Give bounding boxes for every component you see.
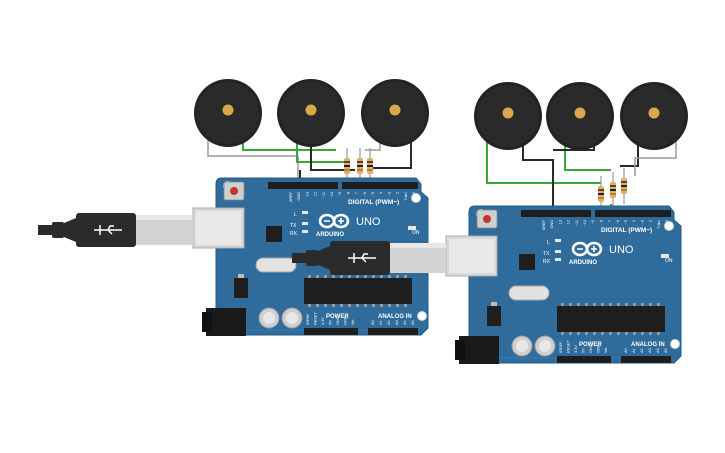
pin-label: GND bbox=[597, 344, 601, 353]
pin-label: 4 bbox=[379, 192, 383, 194]
pin-label: IOREF bbox=[306, 313, 310, 325]
pin-label: 12 bbox=[567, 220, 571, 224]
on-label: ON bbox=[412, 230, 420, 236]
pin-label: 8 bbox=[346, 192, 350, 194]
brand-label: ARDUINO bbox=[569, 260, 597, 266]
model-label: UNO bbox=[609, 244, 634, 256]
pin-label: 7 bbox=[608, 220, 612, 222]
pin-label: 8 bbox=[599, 220, 603, 222]
pin-label: Vin bbox=[351, 320, 355, 325]
buzzer[interactable] bbox=[620, 82, 688, 150]
digital-label: DIGITAL (PWM~) bbox=[348, 199, 399, 206]
pin-label: A0 bbox=[371, 320, 375, 325]
pin-label: A5 bbox=[411, 320, 415, 325]
digital-pin-labels: AREF GND 13 12 ~11 ~10 ~9 8 7 ~6 ~5 4 ~3 2 TX▸1 RX◂0 bbox=[289, 191, 416, 202]
right-circuit: DIGITAL (PWM~) ARDUINO UNO ON L TX RX PO… bbox=[292, 82, 688, 366]
power-label: POWER bbox=[579, 342, 602, 348]
pin-label: GND bbox=[297, 192, 301, 201]
pin-label: RX◂0 bbox=[412, 192, 416, 201]
pin-label: A0 bbox=[624, 348, 628, 353]
pin-label: ~11 bbox=[322, 192, 326, 198]
pin-label: ~3 bbox=[387, 192, 391, 196]
on-label: ON bbox=[665, 258, 673, 264]
pin-label: ~9 bbox=[591, 220, 595, 224]
pin-label: 5V bbox=[582, 348, 586, 353]
digital-label: DIGITAL (PWM~) bbox=[601, 227, 652, 234]
pin-label: A3 bbox=[648, 348, 652, 353]
buzzer[interactable] bbox=[194, 79, 262, 147]
resistor[interactable] bbox=[620, 167, 628, 205]
buzzer[interactable] bbox=[474, 82, 542, 150]
pin-label: ~5 bbox=[371, 192, 375, 196]
pin-label: 4 bbox=[632, 220, 636, 222]
pin-label: 2 bbox=[649, 220, 653, 222]
pin-label: GND bbox=[336, 316, 340, 325]
pin-label: TX▸1 bbox=[657, 220, 661, 229]
digital-pin-labels: AREF GND 13 12 ~11 ~10 ~9 8 7 ~6 ~5 4 ~3 2 TX▸1 RX◂0 bbox=[542, 219, 669, 230]
analog-pin-labels: A0 A1 A2 A3 A4 A5 bbox=[624, 348, 668, 353]
l-label: L bbox=[547, 240, 550, 246]
pin-label: AREF bbox=[289, 191, 293, 202]
pin-label: IOREF bbox=[559, 341, 563, 353]
buzzer[interactable] bbox=[277, 79, 345, 147]
pin-label: RX◂0 bbox=[665, 220, 669, 229]
power-label: POWER bbox=[326, 314, 349, 320]
left-circuit: DIGITAL (PWM~) ARDUINO UNO ON L TX RX PO… bbox=[38, 79, 430, 338]
pin-label: 2 bbox=[396, 192, 400, 194]
analog-label: ANALOG IN bbox=[378, 314, 412, 320]
pin-label: A2 bbox=[640, 348, 644, 353]
pin-label: 3.3V bbox=[321, 317, 325, 325]
pin-label: 12 bbox=[314, 192, 318, 196]
resistor[interactable] bbox=[609, 171, 617, 209]
analog-pin-labels: A0 A1 A2 A3 A4 A5 bbox=[371, 320, 415, 325]
pin-label: ~9 bbox=[338, 192, 342, 196]
pin-label: ~6 bbox=[363, 192, 367, 196]
rx-label: RX bbox=[543, 259, 551, 265]
pin-label: 13 bbox=[305, 192, 309, 196]
pin-label: 7 bbox=[355, 192, 359, 194]
pin-label: A2 bbox=[387, 320, 391, 325]
tx-label: TX bbox=[290, 223, 297, 229]
analog-label: ANALOG IN bbox=[631, 342, 665, 348]
pin-label: A4 bbox=[403, 320, 407, 325]
usb-cable[interactable] bbox=[38, 213, 192, 247]
tx-label: TX bbox=[543, 251, 550, 257]
pin-label: ~3 bbox=[640, 220, 644, 224]
pin-label: AREF bbox=[542, 219, 546, 230]
pin-label: GND bbox=[550, 220, 554, 229]
pin-label: 13 bbox=[558, 220, 562, 224]
arduino-uno-board[interactable]: DIGITAL (PWM~) ARDUINO UNO ON L TX RX PO… bbox=[444, 204, 683, 366]
pin-label: A3 bbox=[395, 320, 399, 325]
l-label: L bbox=[294, 212, 297, 218]
rx-label: RX bbox=[290, 231, 298, 237]
pin-label: TX▸1 bbox=[404, 192, 408, 201]
model-label: UNO bbox=[356, 216, 381, 228]
pin-label: A1 bbox=[632, 348, 636, 353]
pin-label: A5 bbox=[664, 348, 668, 353]
pin-label: Vin bbox=[604, 348, 608, 353]
pin-label: GND bbox=[589, 344, 593, 353]
pin-label: 5V bbox=[329, 320, 333, 325]
pin-label: RESET bbox=[567, 340, 571, 353]
pin-label: ~10 bbox=[583, 220, 587, 226]
buzzer[interactable] bbox=[361, 79, 429, 147]
pin-label: ~5 bbox=[624, 220, 628, 224]
pin-label: RESET bbox=[314, 312, 318, 325]
pin-label: 3.3V bbox=[574, 345, 578, 353]
buzzer[interactable] bbox=[546, 82, 614, 150]
pin-label: A4 bbox=[656, 348, 660, 353]
pin-label: A1 bbox=[379, 320, 383, 325]
brand-label: ARDUINO bbox=[316, 232, 344, 238]
pin-label: ~10 bbox=[330, 192, 334, 198]
pin-label: ~6 bbox=[616, 220, 620, 224]
pin-label: GND bbox=[344, 316, 348, 325]
arduino-uno-board[interactable]: DIGITAL (PWM~) ARDUINO UNO ON L TX RX PO… bbox=[191, 176, 430, 338]
pin-label: ~11 bbox=[575, 220, 579, 226]
